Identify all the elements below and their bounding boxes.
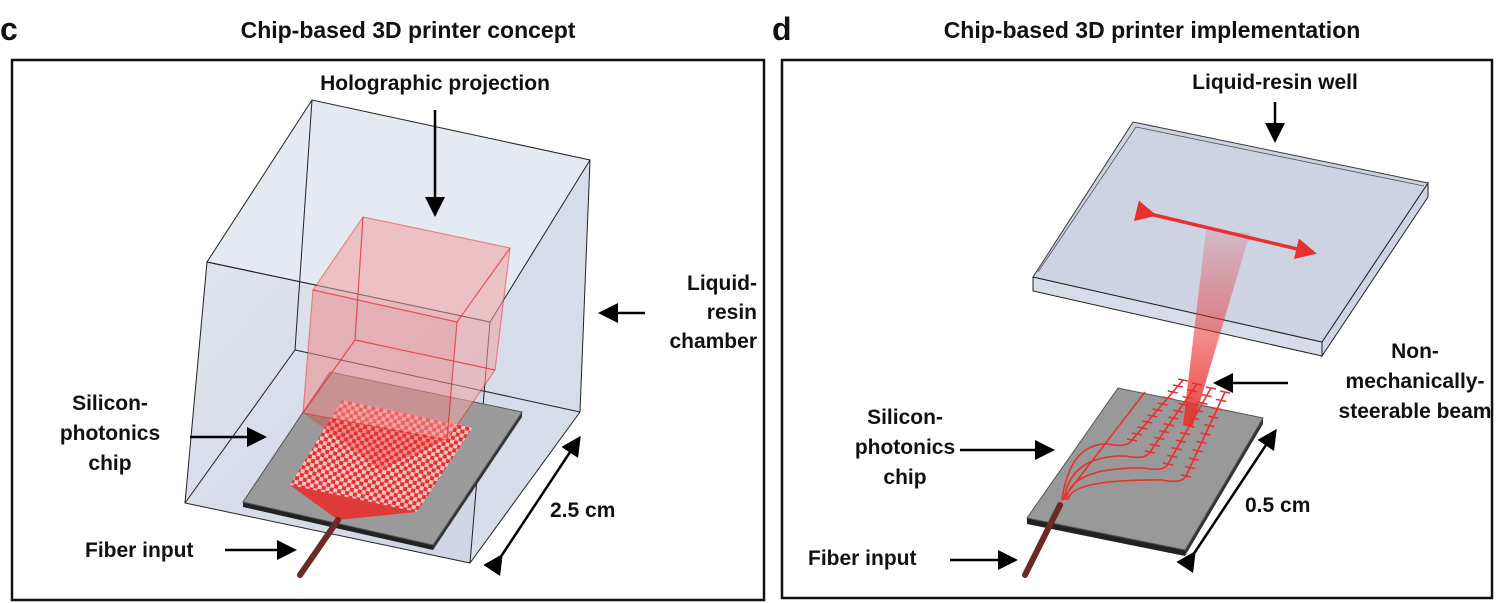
grating-tooth [1177, 378, 1189, 382]
grating-tooth [1147, 414, 1158, 418]
grating-tooth [1157, 402, 1168, 406]
waveguide-array [1061, 378, 1231, 501]
grating-tooth [1184, 424, 1195, 428]
panel-letter: c [0, 11, 18, 47]
grating-tooth [1149, 443, 1160, 447]
label-chamber-1: Liquid- [687, 272, 757, 295]
grating-tooth [1152, 408, 1163, 412]
label-fiber-input: Fiber input [85, 539, 194, 562]
grating-tooth [1215, 398, 1227, 403]
label-chip-3: chip [88, 452, 131, 475]
grating-tooth [1205, 386, 1217, 390]
grating-tooth [1208, 415, 1219, 419]
fiber [1022, 502, 1063, 578]
steerable-beam [1183, 230, 1250, 425]
label-beam-1: Non- [1391, 340, 1439, 363]
label-chamber-3: chamber [669, 330, 757, 353]
projection-cone [303, 413, 447, 470]
scale-arrow-icon [1176, 428, 1277, 574]
grating-tooth [1162, 462, 1174, 466]
waveguide [1061, 379, 1184, 501]
label-chamber-2: resin [707, 301, 757, 324]
grating-tooth [1212, 407, 1223, 411]
label-beam-2: mechanically- [1346, 370, 1485, 393]
waveguide [1063, 383, 1198, 501]
grating-tooth [1163, 423, 1174, 427]
panel-frame [780, 58, 1494, 600]
grating-tooth [1172, 384, 1184, 388]
steering-arrow-icon [1133, 200, 1317, 259]
panel-c: c Chip-based 3D printer concept [0, 11, 766, 602]
grating-tooth [1204, 423, 1215, 428]
grating-tooth [1173, 409, 1184, 413]
input-fan [290, 485, 417, 520]
grating-tooth [1167, 390, 1178, 394]
label-liquid-resin-well: Liquid-resin well [1192, 71, 1358, 94]
label-chip-1: Silicon- [867, 406, 943, 429]
grating-tooth [1126, 438, 1138, 442]
label-chip-3: chip [883, 466, 926, 489]
grating-tooth [1158, 429, 1170, 434]
grating-tooth [1162, 396, 1173, 400]
panel-title: Chip-based 3D printer concept [241, 17, 576, 43]
label-chip-2: photonics [855, 436, 955, 459]
waveguide [1065, 387, 1212, 501]
grating-tooth [1142, 420, 1153, 424]
label-chip-2: photonics [60, 422, 160, 445]
grating-tooth [1219, 390, 1231, 394]
grating-tooth [1168, 416, 1179, 420]
grating-tooth [1154, 436, 1165, 441]
label-chip-1: Silicon- [72, 392, 148, 415]
panel-title: Chip-based 3D printer implementation [944, 17, 1361, 43]
panel-d: d Chip-based 3D printer implementation L… [772, 11, 1494, 600]
panel-letter: d [772, 11, 792, 47]
label-scale: 2.5 cm [550, 499, 615, 522]
grating-tooth [1137, 426, 1148, 430]
label-scale: 0.5 cm [1245, 494, 1310, 517]
holographic-cube [302, 216, 512, 443]
grating-tooth [1144, 450, 1156, 454]
label-fiber-input: Fiber input [808, 547, 917, 570]
scale-arrow-icon [483, 435, 581, 577]
grating-tooth [1131, 432, 1143, 436]
label-holographic-projection: Holographic projection [320, 72, 550, 95]
label-beam-3: steerable beam [1339, 400, 1492, 423]
fiber [297, 517, 341, 578]
grating-tooth [1201, 393, 1212, 398]
panel-frame [10, 58, 766, 602]
grating-tooth [1167, 454, 1178, 459]
silicon-chip [1026, 387, 1264, 556]
